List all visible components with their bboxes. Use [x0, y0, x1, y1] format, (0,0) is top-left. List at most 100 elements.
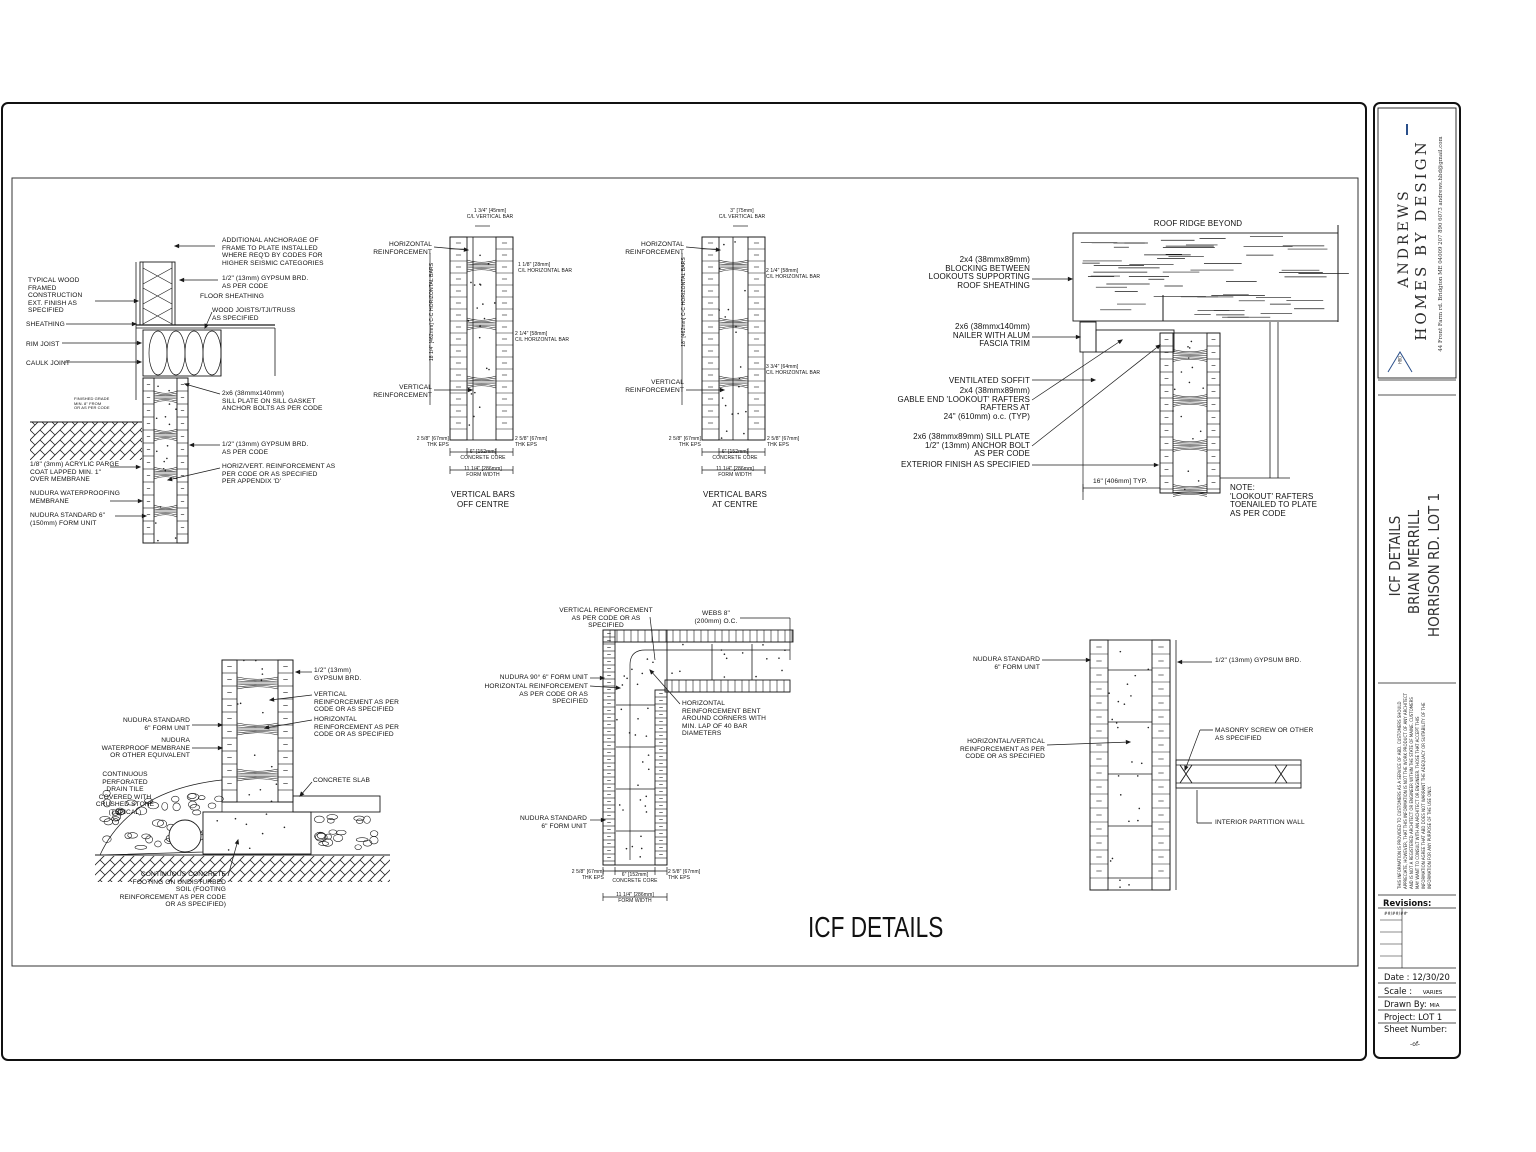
arrowhead — [204, 323, 209, 330]
label-blocking: 2x4 (38mmx89mm) BLOCKING BETWEEN LOOKOUT… — [928, 255, 1030, 290]
web-tie — [718, 321, 749, 324]
revisions-label: Revisions: — [1383, 898, 1432, 908]
web-tie — [466, 375, 497, 379]
label-nailer: 2x6 (38mmx140mm) NAILER WITH ALUM FASCIA… — [952, 322, 1030, 349]
aggregate-dot — [1111, 718, 1114, 721]
stone — [115, 807, 125, 816]
arrowhead — [1075, 334, 1082, 340]
aggregate-dot — [175, 408, 177, 411]
aggregate-dot — [640, 835, 642, 838]
label-webs: WEBS 8" (200mm) O.C. — [694, 610, 738, 625]
stone — [362, 839, 373, 847]
crushed-stone — [99, 779, 223, 856]
aggregate-dot — [164, 415, 167, 418]
aggregate-dot — [645, 795, 648, 798]
label-horiz: HORIZONTAL REINFORCEMENT — [625, 241, 684, 256]
aggregate-dot — [261, 832, 264, 835]
label-form-unit: NUDURA STANDARD 6" FORM UNIT — [123, 717, 190, 732]
web-tie — [1172, 357, 1208, 360]
web-tie — [1172, 439, 1208, 443]
label-caulk: CAULK JOINT — [26, 360, 70, 367]
icf-form — [1089, 639, 1171, 891]
arrowhead — [1117, 339, 1123, 345]
insulation-batt — [184, 330, 204, 376]
sheet-label: Sheet Number: — [1384, 1024, 1448, 1034]
aggregate-dot — [766, 657, 768, 660]
icf-form — [701, 236, 766, 441]
stone — [171, 795, 180, 803]
web-tie — [153, 435, 178, 438]
stone — [328, 829, 338, 835]
aggregate-dot — [725, 430, 728, 432]
label-width: 11 1/4" [286mm] FORM WIDTH — [464, 466, 502, 478]
web-tie — [1172, 447, 1208, 450]
aggregate-dot — [493, 302, 496, 304]
arrowhead — [131, 321, 138, 327]
web-tie — [153, 504, 178, 508]
aggregate-dot — [483, 317, 486, 320]
aggregate-dot — [724, 316, 727, 318]
stone — [318, 841, 329, 846]
aggregate-dot — [1119, 879, 1121, 881]
web-tie — [718, 266, 749, 269]
stone — [314, 831, 326, 841]
stone — [363, 815, 371, 824]
stone — [127, 832, 138, 839]
eps-panel — [277, 659, 294, 803]
label-core: 6" [152mm] CONCRETE CORE — [460, 449, 506, 461]
aggregate-dot — [473, 284, 476, 286]
web-tie — [153, 394, 178, 397]
web-tie — [1172, 402, 1208, 405]
label-gypsum-lower: 1/2" (13mm) GYPSUM BRD. AS PER CODE — [222, 441, 309, 456]
web-tie — [466, 261, 497, 264]
label-drain: CONTINUOUS PERFORATED DRAIN TILE COVERED… — [95, 771, 155, 816]
web-tie — [718, 263, 749, 266]
aggregate-dot — [174, 537, 177, 539]
leader-line — [184, 383, 221, 395]
aggregate-dot — [647, 768, 650, 771]
web-tie — [153, 430, 178, 433]
aggregate-dot — [1128, 884, 1130, 886]
web-tie — [1172, 358, 1208, 362]
eps-panel — [1159, 332, 1174, 494]
scale-row: Scale : VARIES — [1384, 986, 1442, 996]
aggregate-dot — [1187, 345, 1189, 348]
aggregate-dot — [637, 718, 639, 720]
label-vert: VERTICAL REINFORCEMENT AS PER CODE OR AS… — [314, 691, 400, 714]
web-tie — [236, 732, 279, 736]
label-eps-right: 2 5/8" [67mm] THK EPS — [668, 869, 701, 881]
label-eps-right: 2 5/8" [67mm] THK EPS — [767, 436, 800, 448]
web-tie — [153, 400, 178, 404]
web-tie — [236, 726, 279, 729]
web-tie — [236, 686, 279, 690]
label-width: 11 1/4" [286mm] FORM WIDTH — [716, 466, 754, 478]
arrowhead — [649, 669, 655, 675]
partition-wall — [1175, 759, 1302, 789]
aggregate-dot — [157, 385, 159, 388]
label-grade: FINISHED GRADE MIN. 8" FROM OR AS PER CO… — [74, 396, 110, 411]
arrowhead — [133, 298, 140, 304]
stone — [102, 789, 111, 797]
web-tie — [466, 268, 497, 271]
stone — [154, 840, 162, 848]
sheet-title: ICF DETAILS — [808, 912, 944, 944]
web-tie — [236, 685, 279, 688]
aggregate-dot — [476, 307, 478, 309]
arrowhead — [1090, 377, 1097, 383]
label-ridge: ROOF RIDGE BEYOND — [1153, 219, 1243, 228]
label-hbar2: 3 3/4" [64mm] C/L HORIZONTAL BAR — [766, 364, 821, 376]
aggregate-dot — [236, 703, 239, 705]
label-sill: 2x6 (38mmx89mm) SILL PLATE 1/2" (13mm) A… — [913, 432, 1030, 459]
label-bent: HORIZONTAL REINFORCEMENT BENT AROUND COR… — [682, 700, 766, 738]
web-tie — [718, 268, 749, 271]
web-tie — [236, 724, 279, 727]
insulation-batt — [142, 267, 173, 285]
web-tie — [718, 324, 749, 327]
eps-panel — [1151, 639, 1171, 891]
web-tie — [1172, 349, 1208, 353]
web-tie — [466, 317, 497, 321]
aggregate-dot — [644, 805, 647, 807]
eps-panel — [1206, 332, 1221, 494]
drawn-label: Drawn By: — [1384, 999, 1427, 1009]
aggregate-dot — [1117, 726, 1119, 729]
